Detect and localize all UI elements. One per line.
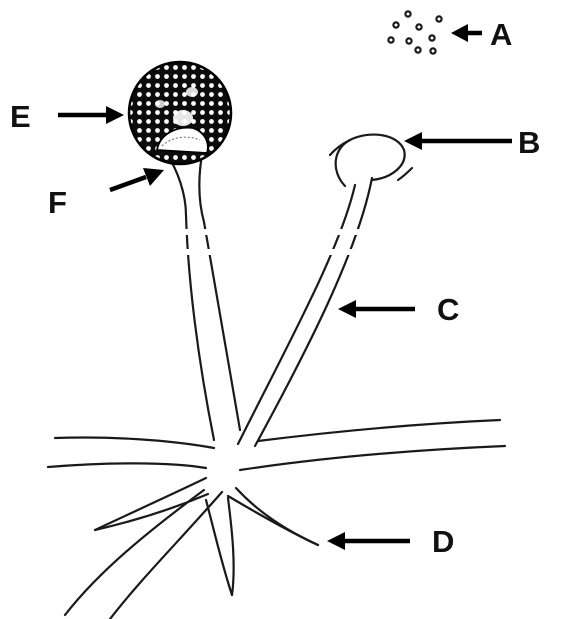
- label-arrow-a: [451, 24, 482, 42]
- label-arrow-d: [327, 532, 410, 550]
- label-f: F: [48, 185, 67, 220]
- label-arrow-b: [404, 132, 512, 150]
- left-sporangiophore: [166, 149, 240, 440]
- spores: [388, 11, 441, 53]
- label-c: C: [437, 292, 459, 327]
- sporangium: [129, 62, 231, 164]
- label-arrow-f: [110, 168, 164, 190]
- label-a: A: [490, 17, 512, 52]
- label-arrow-e: [58, 106, 124, 124]
- label-e: E: [10, 99, 31, 134]
- label-b: B: [518, 125, 540, 160]
- label-d: D: [432, 524, 454, 559]
- label-arrow-c: [338, 300, 415, 318]
- rhizoids: [48, 420, 505, 619]
